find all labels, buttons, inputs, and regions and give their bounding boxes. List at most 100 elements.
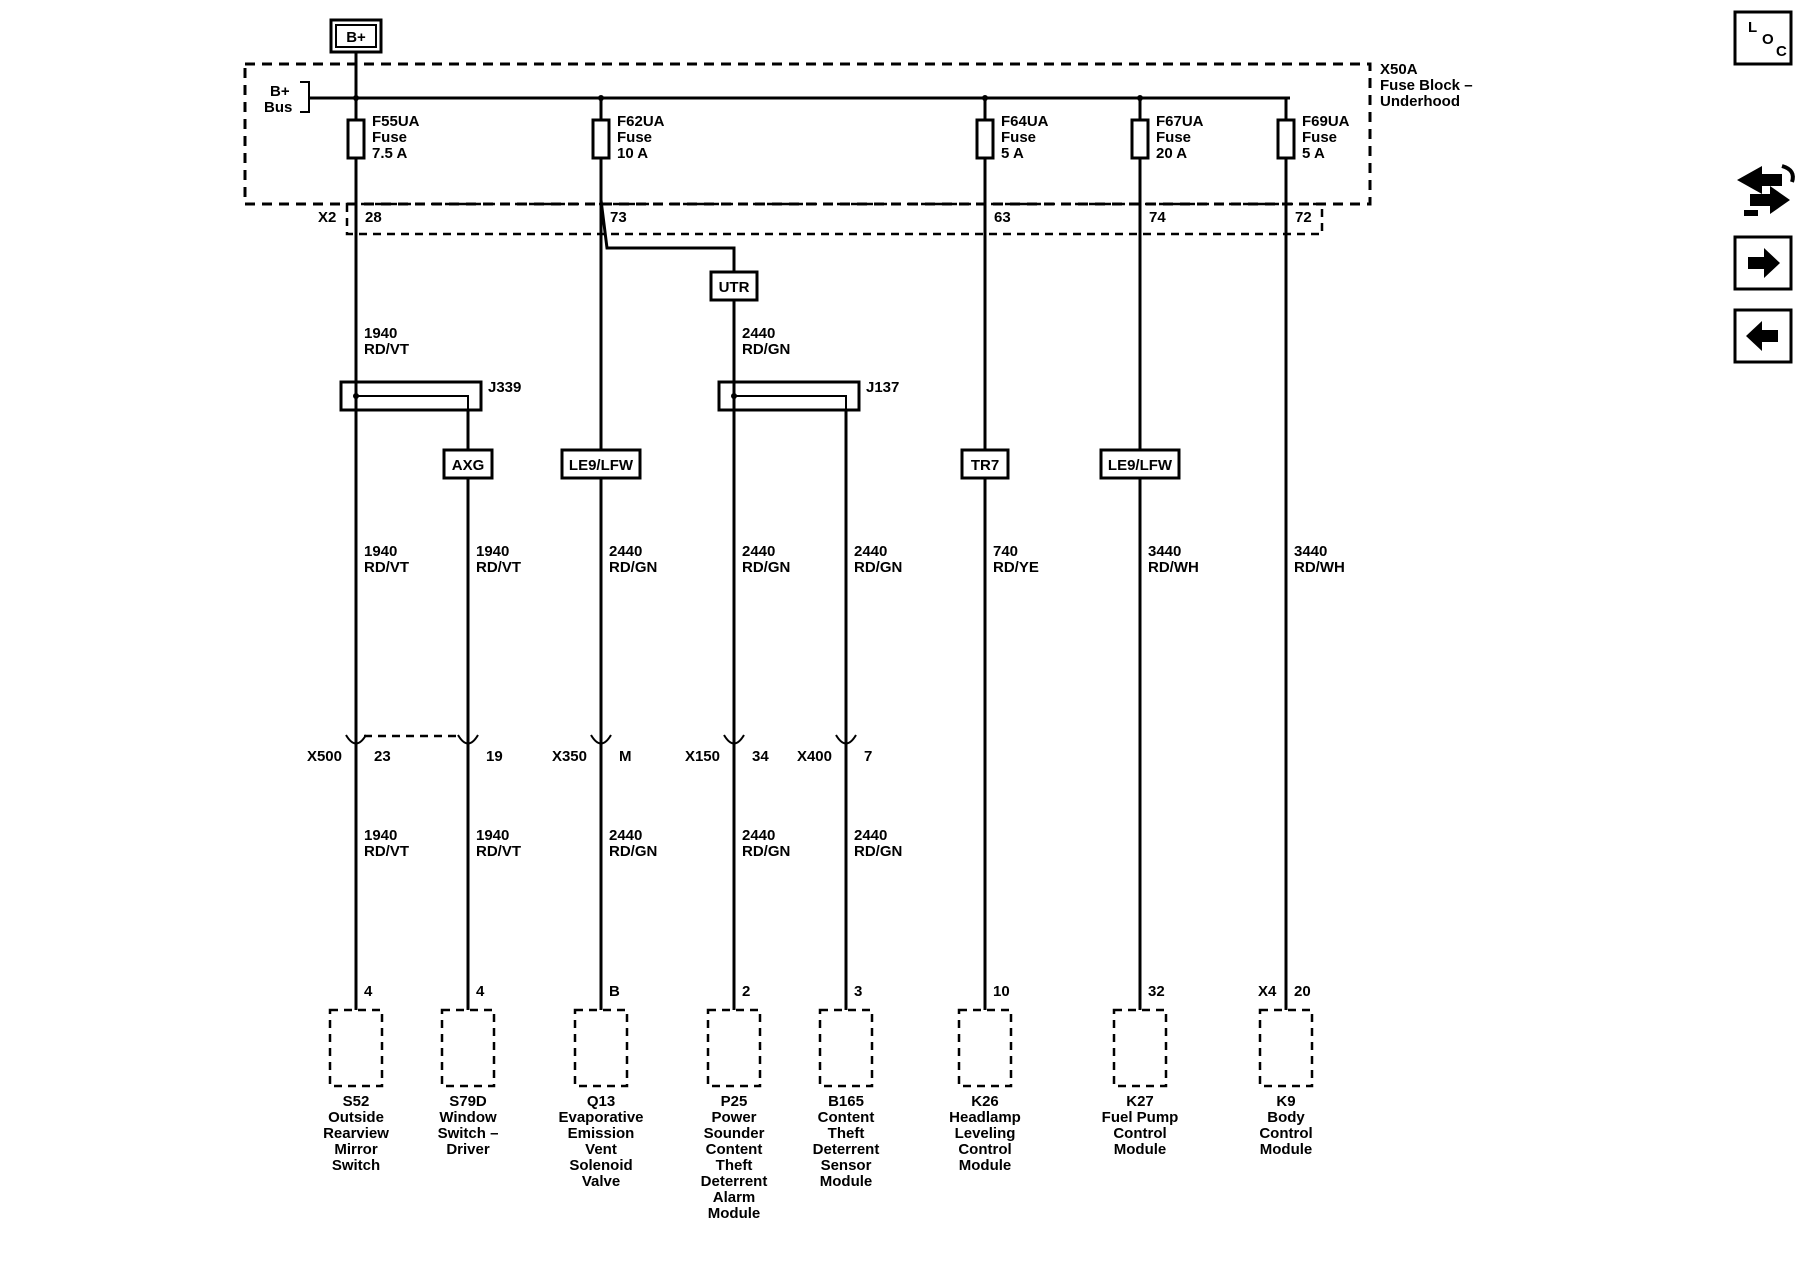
svg-text:RD/GN: RD/GN [609,843,657,860]
svg-text:M: M [619,748,632,765]
svg-text:Sounder: Sounder [704,1125,765,1142]
svg-text:19: 19 [486,748,503,765]
component-s79d[interactable]: 4 S79D Window Switch – Driver [438,983,499,1158]
next-page-button[interactable] [1733,235,1793,291]
fuse-pin: 63 [994,209,1011,226]
svg-text:2440: 2440 [742,325,775,342]
svg-text:Switch –: Switch – [438,1125,499,1142]
wire-label-low-1: 1940 RD/VT [364,827,409,860]
svg-text:Module: Module [820,1173,873,1190]
location-button[interactable]: L O C [1733,10,1793,66]
svg-text:4: 4 [364,983,373,1000]
fuse-f55ua: F55UA Fuse 7.5 A 28 [346,95,420,226]
bus-label-1: B+ [270,83,290,100]
svg-text:RD/VT: RD/VT [364,559,409,576]
option-le9-lfw-b: LE9/LFW [1099,448,1181,480]
svg-text:B: B [609,983,620,1000]
svg-text:10: 10 [993,983,1010,1000]
svg-text:1940: 1940 [364,543,397,560]
svg-text:23: 23 [374,748,391,765]
svg-text:C: C [1776,43,1787,60]
svg-text:P25: P25 [721,1093,748,1110]
svg-text:K9: K9 [1276,1093,1295,1110]
inline-connector-x350: X350 M [552,734,632,765]
svg-text:3: 3 [854,983,862,1000]
svg-text:RD/VT: RD/VT [364,341,409,358]
svg-text:Theft: Theft [716,1157,753,1174]
previous-page-button[interactable] [1733,308,1793,364]
fuse-id: F55UA [372,113,420,130]
fuse-id: F62UA [617,113,665,130]
svg-text:3440: 3440 [1148,543,1181,560]
svg-text:Control: Control [1259,1125,1312,1142]
fuse-block-name: Fuse Block – [1380,77,1473,94]
component-k9[interactable]: X4 20 K9 Body Control Module [1258,983,1314,1158]
svg-text:Module: Module [959,1157,1012,1174]
svg-text:2440: 2440 [609,543,642,560]
svg-text:Deterrent: Deterrent [813,1141,880,1158]
svg-text:20: 20 [1294,983,1311,1000]
wire-label-low-5: 2440 RD/GN [854,827,902,860]
svg-text:2440: 2440 [854,827,887,844]
wire-label-mid-2: 1940 RD/VT [476,543,521,576]
svg-text:S52: S52 [343,1093,370,1110]
svg-text:Content: Content [818,1109,875,1126]
svg-text:Alarm: Alarm [713,1189,756,1206]
svg-text:RD/GN: RD/GN [742,559,790,576]
inline-connector-x500-23: X500 23 [307,734,391,765]
component-q13[interactable]: B Q13 Evaporative Emission Vent Solenoid… [558,983,643,1190]
bplus-source: B+ [329,18,383,54]
svg-text:Switch: Switch [332,1157,380,1174]
svg-text:1940: 1940 [364,325,397,342]
fuse-rating: 7.5 A [372,145,407,162]
fuse-f64ua: F64UA Fuse 5 A 63 [975,95,1049,226]
svg-text:LE9/LFW: LE9/LFW [1108,457,1173,474]
fuse-block-outline [243,62,1372,206]
wire-label-mid-8: 3440 RD/WH [1294,543,1345,576]
svg-text:B165: B165 [828,1093,864,1110]
svg-text:J137: J137 [866,379,899,396]
fuse-pin: 74 [1149,209,1166,226]
fuse-pin: 28 [365,209,382,226]
svg-text:Module: Module [708,1205,761,1222]
fuse-block-id: X50A [1380,61,1418,78]
fuse-type: Fuse [617,129,652,146]
svg-text:740: 740 [993,543,1018,560]
svg-text:RD/GN: RD/GN [854,559,902,576]
svg-text:2440: 2440 [742,827,775,844]
svg-text:X500: X500 [307,748,342,765]
svg-text:RD/YE: RD/YE [993,559,1039,576]
fuse-rating: 20 A [1156,145,1187,162]
component-k26[interactable]: 10 K26 Headlamp Leveling Control Module [949,983,1021,1174]
svg-text:RD/GN: RD/GN [742,843,790,860]
svg-text:Rearview: Rearview [323,1125,389,1142]
fuse-type: Fuse [1001,129,1036,146]
arrow-left-icon [1746,321,1778,351]
svg-text:Control: Control [1113,1125,1166,1142]
wire-utr-branch [599,199,736,272]
svg-text:7: 7 [864,748,872,765]
svg-text:Fuel Pump: Fuel Pump [1102,1109,1179,1126]
svg-text:Driver: Driver [446,1141,490,1158]
fuse-type: Fuse [1302,129,1337,146]
svg-text:RD/GN: RD/GN [609,559,657,576]
fuse-id: F69UA [1302,113,1350,130]
svg-text:4: 4 [476,983,485,1000]
component-s52[interactable]: 4 S52 Outside Rearview Mirror Switch [323,983,389,1174]
svg-text:RD/VT: RD/VT [476,559,521,576]
connector-swap-icon[interactable] [1737,164,1795,216]
svg-text:Mirror: Mirror [334,1141,378,1158]
component-b165[interactable]: 3 B165 Content Theft Deterrent Sensor Mo… [813,983,880,1190]
wire-label-low-4: 2440 RD/GN [742,827,790,860]
svg-text:J339: J339 [488,379,521,396]
svg-text:RD/GN: RD/GN [742,341,790,358]
component-p25[interactable]: 2 P25 Power Sounder Content Theft Deterr… [701,983,768,1222]
component-k27[interactable]: 32 K27 Fuel Pump Control Module [1102,983,1179,1158]
svg-text:UTR: UTR [719,279,750,296]
svg-text:X4: X4 [1258,983,1277,1000]
wire-label-mid-7: 3440 RD/WH [1148,543,1199,576]
fuse-pin: 72 [1295,209,1312,226]
svg-text:Headlamp: Headlamp [949,1109,1021,1126]
svg-text:2440: 2440 [854,543,887,560]
